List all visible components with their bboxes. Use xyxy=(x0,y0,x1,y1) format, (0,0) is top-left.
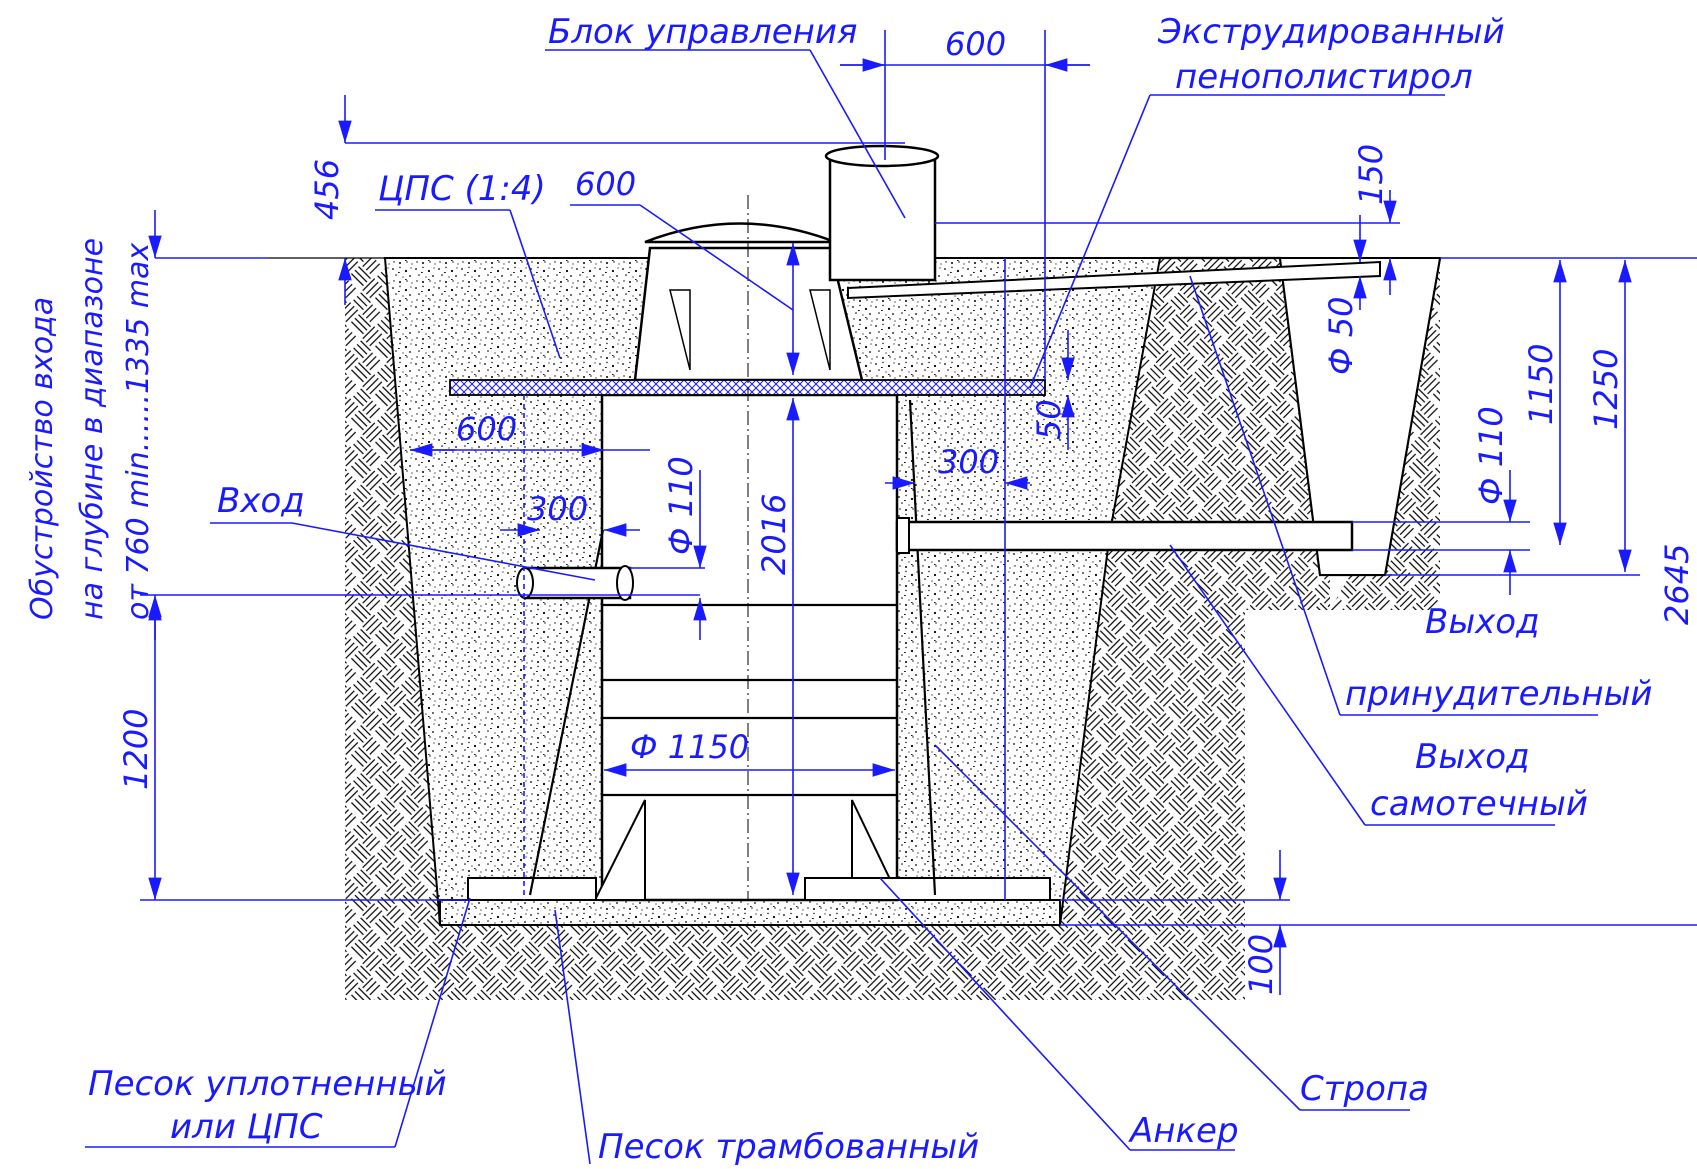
label-outlet-gravity-2: самотечный xyxy=(1370,784,1588,824)
label-sand-compacted-2: или ЦПС xyxy=(170,1107,323,1147)
dim-1200: 1200 xyxy=(117,709,155,790)
dim-2645: 2645 xyxy=(1658,544,1696,625)
label-foam-2: пенополистирол xyxy=(1175,57,1473,97)
label-outlet-forced-2: принудительный xyxy=(1345,674,1653,714)
label-outlet-gravity-1: Выход xyxy=(1415,737,1530,777)
leader-lines xyxy=(85,49,1598,1165)
dim-d1150: Ф 1150 xyxy=(630,728,749,766)
dimension-lines xyxy=(140,30,1697,995)
dim-100: 100 xyxy=(1242,934,1280,995)
tank-body xyxy=(600,393,899,902)
dim-d50-pipe: Ф 50 xyxy=(1322,297,1360,375)
label-control-block: Блок управления xyxy=(548,12,857,52)
tank-lid xyxy=(644,222,836,244)
label-sand-rammed: Песок трамбованный xyxy=(598,1127,979,1167)
dim-150: 150 xyxy=(1352,144,1390,205)
dim-456: 456 xyxy=(308,159,346,220)
dim-1250: 1250 xyxy=(1587,349,1625,430)
soil-right xyxy=(1060,532,1245,925)
label-inlet-depth-2: на глубине в диапазоне xyxy=(75,238,110,620)
dim-300-right: 300 xyxy=(938,443,999,481)
septic-tank xyxy=(449,144,1051,902)
label-anchor: Анкер xyxy=(1128,1111,1239,1151)
label-inlet-depth-1: Обустройство входа xyxy=(25,297,60,620)
dim-600-left: 600 xyxy=(456,410,517,448)
soil-bottom xyxy=(345,925,1245,1000)
dim-1150: 1150 xyxy=(1522,344,1560,425)
label-sand-compacted-1: Песок уплотненный xyxy=(88,1064,447,1104)
label-foam-1: Экструдированный xyxy=(1157,12,1505,52)
anchor-plate-right xyxy=(804,877,1051,901)
tank-leg-left xyxy=(593,799,646,901)
outlet-forced-pipe xyxy=(847,260,1381,300)
dim-300-left: 300 xyxy=(527,490,588,528)
soil-left xyxy=(268,258,440,985)
label-cps: ЦПС (1:4) xyxy=(378,169,546,209)
label-sling: Стропа xyxy=(1300,1069,1429,1109)
label-inlet: Вход xyxy=(217,481,305,521)
dim-600-lid: 600 xyxy=(575,165,636,203)
dim-600-top: 600 xyxy=(945,25,1006,63)
dim-2016: 2016 xyxy=(755,494,793,575)
annotations: Блок управления Экструдированный пенопол… xyxy=(25,12,1696,1167)
soil xyxy=(268,258,1440,1000)
dim-d110-in: Ф 110 xyxy=(662,456,700,555)
control-block xyxy=(828,158,937,282)
dim-50-foam: 50 xyxy=(1030,399,1068,440)
dim-d110-out: Ф 110 xyxy=(1472,406,1510,505)
label-inlet-depth-3: от 760 min......1335 max xyxy=(121,243,156,620)
outlet-gravity-pipe xyxy=(895,520,1354,552)
inlet-pipe xyxy=(523,566,632,600)
gravel-bed xyxy=(439,899,1061,926)
label-outlet-forced-1: Выход xyxy=(1425,602,1540,642)
